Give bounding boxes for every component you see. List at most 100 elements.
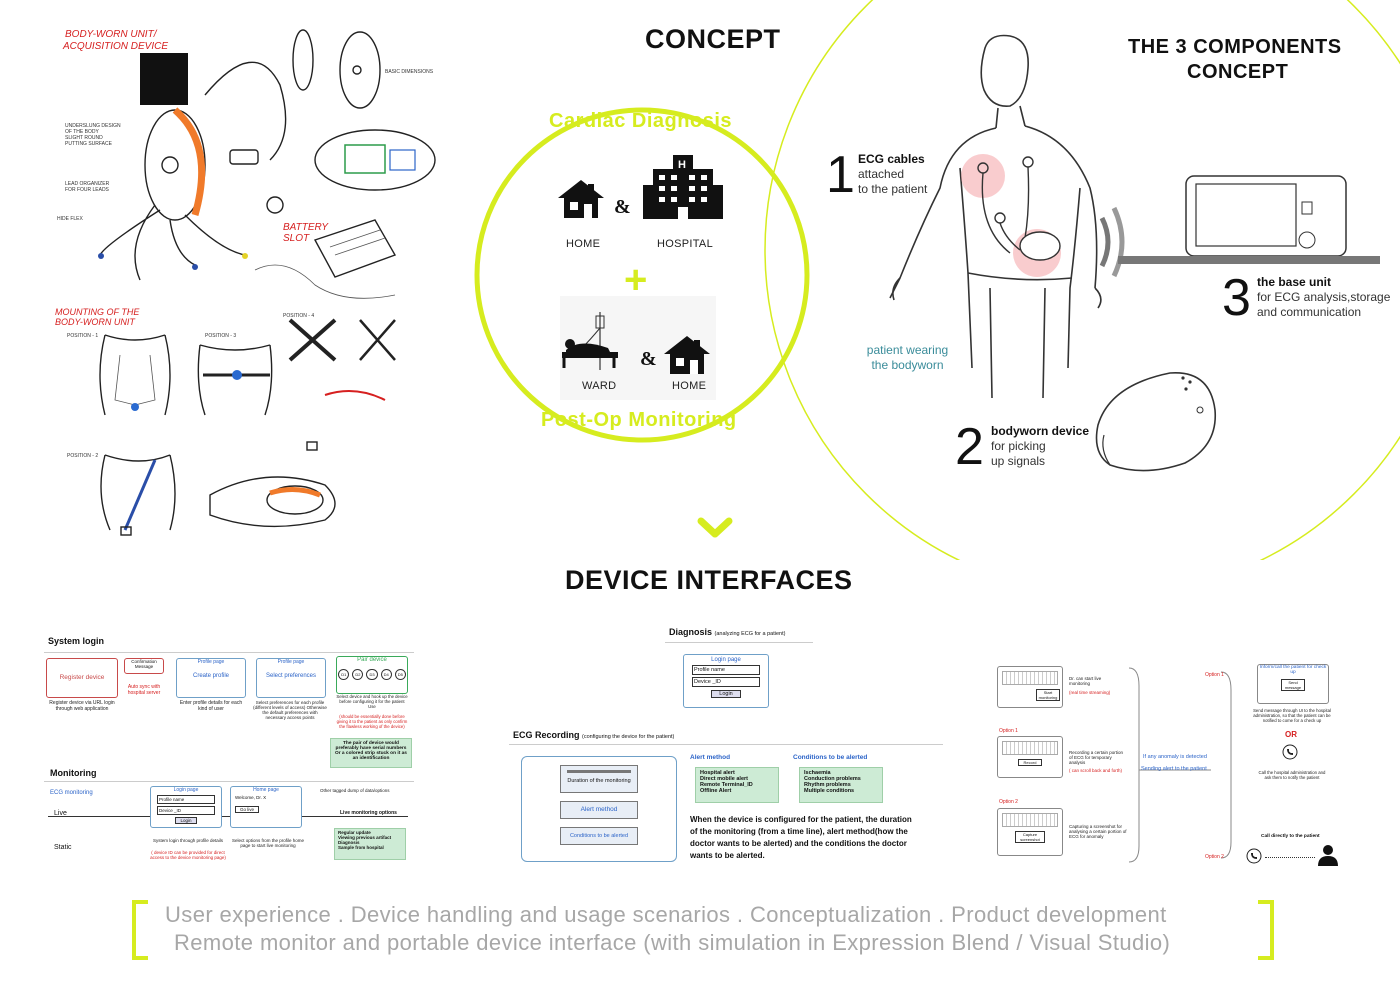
live-option-2[interactable]: Viewing previous artifact [338, 835, 392, 840]
capture-button[interactable]: Capture screenshot [1015, 831, 1045, 843]
alert-item-1[interactable]: Hospital alert [700, 770, 735, 776]
home-label-2: HOME [672, 380, 707, 392]
svg-text:SLIGHT ROUND: SLIGHT ROUND [65, 135, 103, 141]
home-page-box[interactable]: Home page Welcome, Dr. X Go live [230, 786, 302, 828]
pair-code-d3[interactable]: D3 [366, 669, 378, 680]
chevron-down-icon [697, 517, 733, 538]
system-login-title: System login [48, 636, 105, 646]
or-label: OR [1285, 730, 1297, 739]
login-button[interactable]: Login [175, 817, 197, 824]
option2-left: Option 2 [999, 799, 1018, 805]
sketch-title-2: ACQUISITION DEVICE [62, 41, 168, 52]
footer-line-1: User experience . Device handling and us… [165, 902, 1167, 927]
alert-item-3[interactable]: Remote Terminal_ID [700, 782, 753, 788]
condition-item-3[interactable]: Rhythm problems [804, 782, 851, 788]
position-4-label: POSITION - 4 [283, 313, 314, 319]
svg-text:LEAD ORGANIZER: LEAD ORGANIZER [65, 181, 110, 187]
alert-method-button[interactable]: Alert method [560, 801, 638, 819]
live-options-box: Regular update Viewing previous artifact… [334, 828, 406, 860]
conditions-button[interactable]: Conditions to be alerted [560, 827, 638, 845]
svg-text:FOR FOUR LEADS: FOR FOUR LEADS [65, 187, 110, 193]
condition-item-1[interactable]: Ischaemia [804, 770, 831, 776]
plus-sign: + [624, 258, 648, 302]
footer-bracket-right [1258, 900, 1274, 960]
register-device-box[interactable]: Register device [46, 658, 118, 698]
bodyworn-device-icon [1095, 372, 1217, 472]
send-message-button[interactable]: Send message [1281, 679, 1305, 691]
component-2-bold: bodyworn device [991, 424, 1090, 438]
svg-text:OF THE BODY: OF THE BODY [65, 129, 99, 135]
interfaces-title: DEVICE INTERFACES [565, 565, 853, 595]
select-prefs-box[interactable]: Profile page Select preferences [256, 658, 326, 698]
component-3-line2: for ECG analysis,storage [1257, 290, 1391, 304]
serial-note: The pair of device would preferably have… [335, 741, 407, 761]
login-page-box[interactable]: Login page Profile name Device _ID Login [150, 786, 222, 828]
profile-page-label-1: Profile page [197, 659, 225, 665]
option1-right: Option 1 [1205, 672, 1224, 678]
record-button[interactable]: Record [1018, 759, 1042, 766]
person-icon [1318, 845, 1338, 866]
alert-item-4[interactable]: Offline Alert [700, 788, 732, 794]
create-profile-label: Create profile [192, 673, 230, 679]
live-option-1[interactable]: Regular update [338, 830, 371, 835]
component-1-bold: ECG cables [858, 152, 925, 166]
pair-code-d5[interactable]: D5 [394, 669, 406, 680]
torso-4-front [288, 318, 337, 362]
sketch-orange-band [172, 107, 206, 216]
diagnosis-sub: (analyzing ECG for a patient) [714, 631, 786, 637]
call-note: Call the hospital administration and ask… [1258, 770, 1326, 780]
option1-left: Option 1 [999, 728, 1018, 734]
sketch-electrode-blue-2 [98, 253, 104, 259]
footer-line-2: Remote monitor and portable device inter… [174, 930, 1171, 955]
record-screen-box: Record [997, 736, 1063, 778]
live-screen-wave [1002, 671, 1058, 685]
pair-code-d1[interactable]: D1 [338, 669, 350, 680]
alert-method-list: Hospital alert Direct mobile alert Remot… [695, 767, 779, 803]
pair-code-d2[interactable]: D2 [352, 669, 364, 680]
pair-device-label: Pair device [357, 657, 387, 663]
strap-loop [209, 476, 336, 528]
timeline-line [48, 816, 408, 817]
device-id-field[interactable]: Device _ID [157, 806, 215, 815]
go-live-button[interactable]: Go live [235, 806, 259, 813]
torso-2-strap [123, 459, 157, 531]
svg-text:HIDE FLEX: HIDE FLEX [57, 216, 84, 222]
strap-orange-band [269, 487, 321, 498]
pair-device-box[interactable]: Pair device D1 D2 D3 D4 D5 [336, 656, 408, 694]
static-label: Static [54, 844, 72, 851]
diag-device-field[interactable]: Device _ID [692, 677, 760, 687]
serial-note-box: The pair of device would preferably have… [330, 738, 412, 768]
sketch-leads [99, 204, 246, 281]
duration-slider[interactable] [567, 770, 631, 773]
diag-profile-field[interactable]: Profile name [692, 665, 760, 675]
select-prefs-note: Select preferences for each profile (dif… [253, 700, 327, 720]
torso-1-device [131, 403, 139, 411]
live-label: Live [54, 810, 67, 817]
patient-figure [889, 34, 1125, 399]
diag-login-box[interactable]: Login page Profile name Device _ID Login [683, 654, 769, 708]
sketch-circuit-board [344, 144, 386, 174]
alert-item-2[interactable]: Direct mobile alert [700, 776, 748, 782]
sketch-connector [229, 149, 259, 165]
profile-name-field[interactable]: Profile name [157, 795, 215, 804]
torso-1 [99, 334, 171, 416]
live-option-3[interactable]: Diagnosis [338, 840, 360, 845]
svg-text:H: H [678, 159, 686, 171]
condition-item-4[interactable]: Multiple conditions [804, 788, 855, 794]
create-profile-box[interactable]: Profile page Create profile [176, 658, 246, 698]
pair-code-d4[interactable]: D4 [380, 669, 392, 680]
conditions-list: Ischaemia Conduction problems Rhythm pro… [799, 767, 883, 803]
profile-page-label-2: Profile page [277, 659, 305, 665]
live-option-4[interactable]: Sample from hospital [338, 845, 384, 850]
sketch-device-button [161, 156, 179, 174]
start-monitoring-button[interactable]: Start monitoring [1036, 689, 1060, 701]
condition-item-2[interactable]: Conduction problems [804, 776, 861, 782]
monitoring-rule [44, 781, 414, 782]
duration-button[interactable]: Duration of the monitoring [560, 765, 638, 793]
diag-login-button[interactable]: Login [711, 690, 741, 698]
component-2-line2: for picking [991, 439, 1046, 453]
battery-label-1: BATTERY [283, 222, 329, 233]
call-dotted-line [1265, 857, 1315, 858]
diagnosis-title-row: Diagnosis (analyzing ECG for a patient) [669, 627, 785, 637]
